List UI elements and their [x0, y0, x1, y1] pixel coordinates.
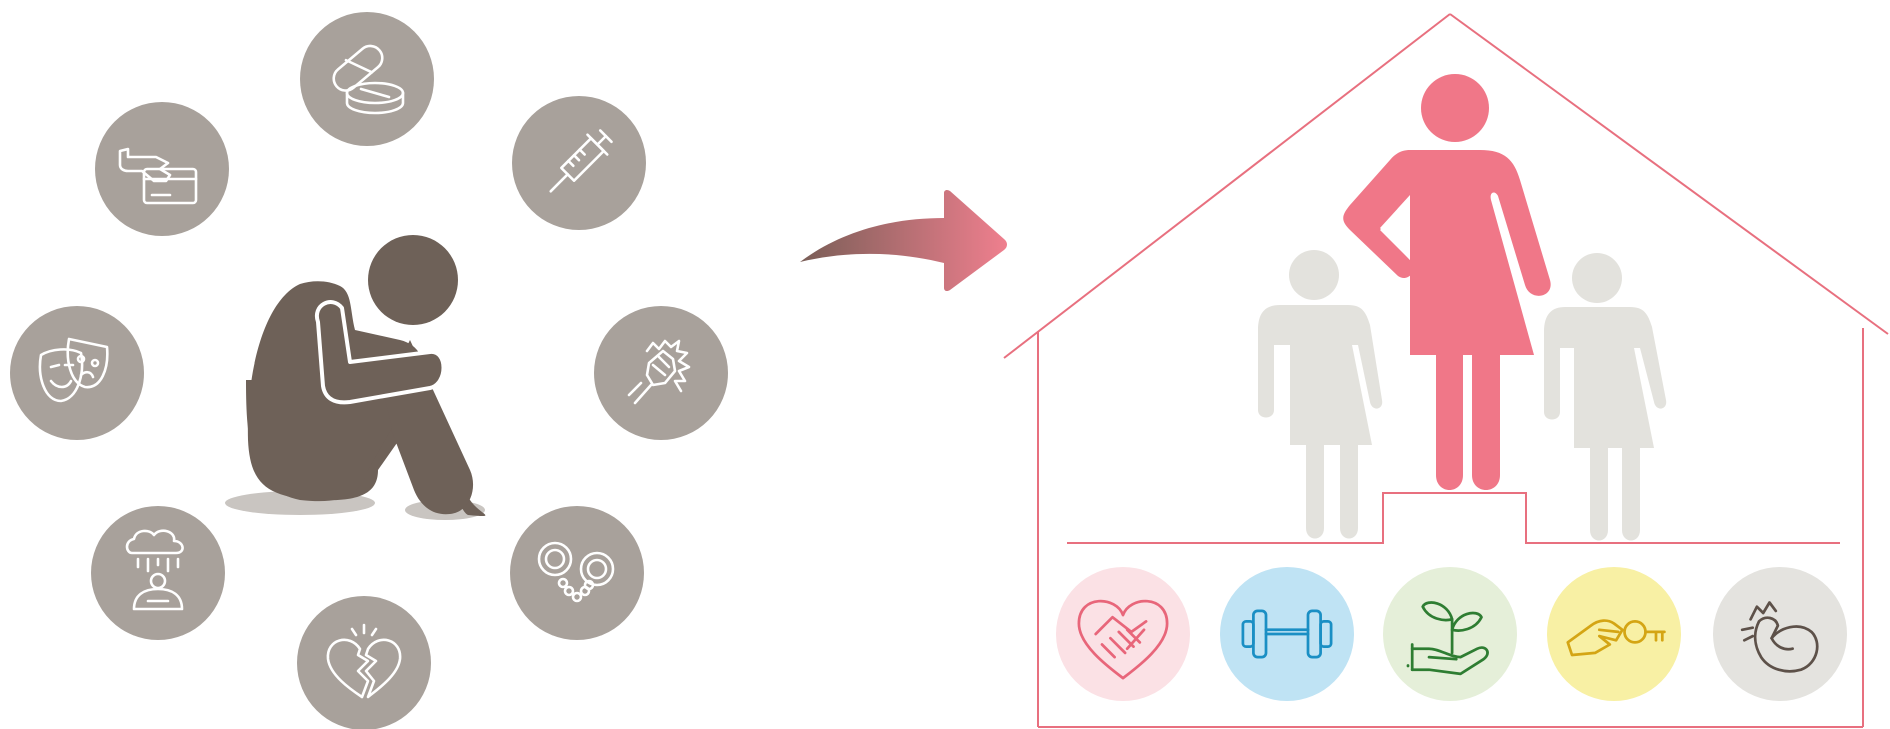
house-platform: [1067, 493, 1840, 543]
transition-arrow: [800, 190, 1007, 291]
risk-factor-theater-masks: [10, 306, 144, 440]
protective-house: [1004, 14, 1888, 727]
risk-factor-circle: [300, 12, 434, 146]
protective-factor-strong-arm: [1713, 567, 1847, 701]
risk-factor-fist-violence: [594, 306, 728, 440]
risk-factor-pills: [300, 12, 434, 146]
risk-factor-circle: [510, 506, 644, 640]
risk-factor-syringe: [512, 96, 646, 230]
protective-factor-hand-plant: [1383, 567, 1517, 701]
risk-factor-broken-heart: [297, 596, 431, 729]
protective-factor-handshake-heart: [1056, 567, 1190, 701]
risk-factor-circle: [512, 96, 646, 230]
risk-factor-handcuffs: [510, 506, 644, 640]
risk-factor-rain-cloud-sad-person: [91, 506, 225, 640]
protective-factor-circle: [1383, 567, 1517, 701]
child-figure-left: [1258, 250, 1382, 539]
risk-factor-hand-money: [95, 102, 229, 236]
protective-factor-circle: [1547, 567, 1681, 701]
risk-factors-cluster: [10, 12, 728, 729]
protective-factor-circle: [1713, 567, 1847, 701]
protective-factor-hand-key: [1547, 567, 1681, 701]
adult-figure-center: [1343, 74, 1550, 490]
protective-factor-dumbbell: [1220, 567, 1354, 701]
protective-factor-circle: [1056, 567, 1190, 701]
risk-factor-circle: [297, 596, 431, 729]
child-figure-right: [1544, 253, 1666, 541]
risk-factor-circle: [10, 306, 144, 440]
sad-person-figure: [246, 235, 485, 516]
